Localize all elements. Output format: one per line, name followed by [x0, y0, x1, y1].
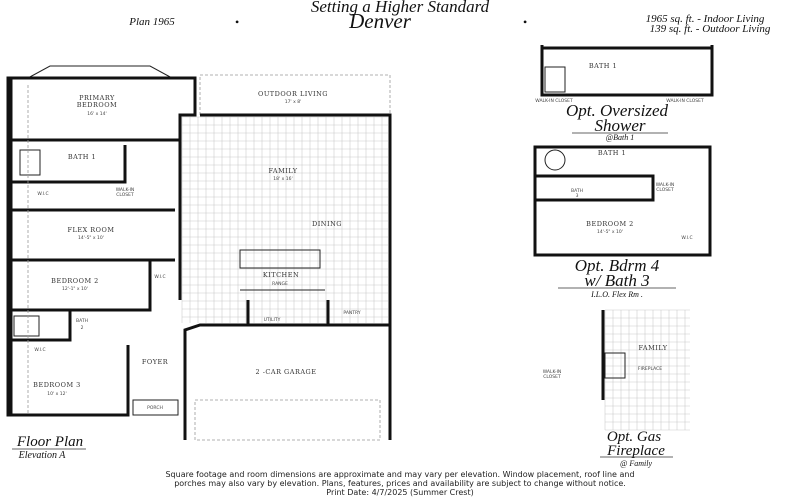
indoor-sqft: 1965 sq. ft. - Indoor Living	[646, 13, 765, 25]
disclaimer-line: porches may also vary by elevation. Plan…	[174, 479, 626, 488]
wall	[10, 260, 152, 312]
option-title: Opt. Gas	[607, 429, 661, 445]
room-label: BATH 1	[68, 153, 96, 161]
option-bedroom-4: BATH 1 BATH 3 WALK-IN CLOSET BEDROOM 2 1…	[533, 145, 712, 299]
room-label: UTILITY	[264, 317, 281, 323]
bullet: •	[523, 15, 527, 29]
option-title: Opt. Oversized	[566, 101, 668, 120]
room-label: WALK-IN CLOSET	[666, 98, 704, 104]
room-dimension: 14'-5" x 10'	[597, 229, 623, 235]
wall	[10, 310, 72, 342]
room-label: BATH	[571, 188, 583, 194]
tagline: Setting a Higher Standard	[311, 0, 490, 16]
room-label: BATH	[76, 318, 88, 324]
bathtub	[13, 315, 40, 337]
room-label: WALK-IN CLOSET	[535, 98, 573, 104]
room-label: CLOSET	[543, 374, 561, 380]
room-label: FIREPLACE	[638, 366, 662, 372]
room-label: PANTRY	[343, 310, 360, 316]
room-label: W.I.C	[34, 347, 45, 353]
room-label: FLEX ROOM	[68, 226, 115, 234]
wall	[10, 145, 127, 184]
room-label: FOYER	[142, 358, 169, 366]
room-label: OUTDOOR LIVING	[258, 90, 328, 98]
plan-name: Denver	[348, 9, 412, 33]
room-label: KITCHEN	[263, 271, 299, 279]
room-label: W.I.C	[681, 235, 692, 241]
fireplace	[604, 352, 626, 379]
option-title: Shower	[595, 116, 646, 135]
room-label: FAMILY	[638, 344, 667, 352]
room-dimension: 14'-5" x 10'	[78, 235, 104, 241]
print-date: Print Date: 4/7/2025 (Summer Crest)	[326, 488, 473, 497]
option-title: w/ Bath 3	[584, 271, 649, 290]
room-label: DINING	[312, 220, 342, 228]
room-label: RANGE	[272, 281, 288, 287]
room-label: W.I.C	[154, 274, 165, 280]
option-note: @Bath 1	[606, 133, 634, 142]
room-label: W.I.C	[37, 191, 48, 197]
wall	[6, 76, 13, 417]
room-label: PRIMARY	[79, 94, 115, 102]
room-label: WALK-IN	[656, 182, 675, 188]
wall	[183, 323, 390, 440]
outdoor-sqft: 139 sq. ft. - Outdoor Living	[650, 23, 771, 35]
room-label: BEDROOM 2	[51, 277, 99, 285]
wall	[540, 45, 714, 97]
main-floor-plan: PRIMARY BEDROOM 16' x 14' OUTDOOR LIVING…	[6, 65, 392, 461]
room-label: BATH 1	[598, 149, 626, 157]
room-label: PORCH	[147, 405, 163, 411]
room-label: BATH 1	[589, 62, 617, 70]
tile-grid	[604, 309, 690, 431]
plan-number: Plan 1965	[128, 16, 175, 28]
room-label: CLOSET	[116, 192, 134, 198]
room-dimension: 12'-1" x 10'	[62, 286, 88, 292]
elevation-label: Elevation A	[18, 450, 67, 461]
room-dimension: 18' x 16'	[273, 176, 292, 182]
tile-grid	[181, 116, 388, 323]
room-label: 3	[576, 193, 579, 199]
room-label: WALK-IN	[116, 187, 135, 193]
option-gas-fireplace: FAMILY FIREPLACE WALK-IN CLOSET Opt. Gas…	[543, 309, 690, 468]
garage-door	[194, 399, 381, 441]
wall	[535, 174, 655, 202]
option-note: I.L.O. Flex Rm .	[590, 290, 643, 299]
room-dimension: 16' x 14'	[87, 111, 106, 117]
room-label: CLOSET	[656, 187, 674, 193]
porch-outline	[132, 399, 179, 416]
room-dimension: 10' x 12'	[47, 391, 66, 397]
bay-window	[27, 65, 173, 79]
room-label: FAMILY	[268, 167, 297, 175]
disclaimer-line: Square footage and room dimensions are a…	[165, 470, 634, 479]
room-label: WALK-IN	[543, 369, 562, 375]
room-label: 2 -CAR GARAGE	[256, 368, 317, 376]
plan-title: Floor Plan	[16, 434, 83, 450]
kitchen-island	[239, 249, 321, 269]
wall	[200, 113, 392, 440]
header: Setting a Higher Standard Plan 1965 • De…	[128, 0, 771, 35]
disclaimer: Square footage and room dimensions are a…	[165, 470, 634, 497]
bullet: •	[235, 15, 239, 29]
room-label: 2	[81, 325, 84, 331]
wall	[10, 345, 130, 417]
option-oversized-shower: BATH 1 WALK-IN CLOSET WALK-IN CLOSET Opt…	[535, 45, 714, 142]
shower	[544, 66, 566, 93]
room-label: BEDROOM 2	[586, 220, 634, 228]
room-label: BEDROOM 3	[33, 381, 81, 389]
option-title: Opt. Bdrm 4	[575, 256, 660, 275]
option-note: @ Family	[620, 459, 652, 468]
room-label: BEDROOM	[77, 101, 117, 109]
option-title: Fireplace	[606, 443, 665, 459]
bathtub	[19, 149, 41, 176]
room-dimension: 17' x 8'	[285, 99, 302, 105]
wall	[10, 76, 197, 300]
tub	[544, 149, 566, 171]
